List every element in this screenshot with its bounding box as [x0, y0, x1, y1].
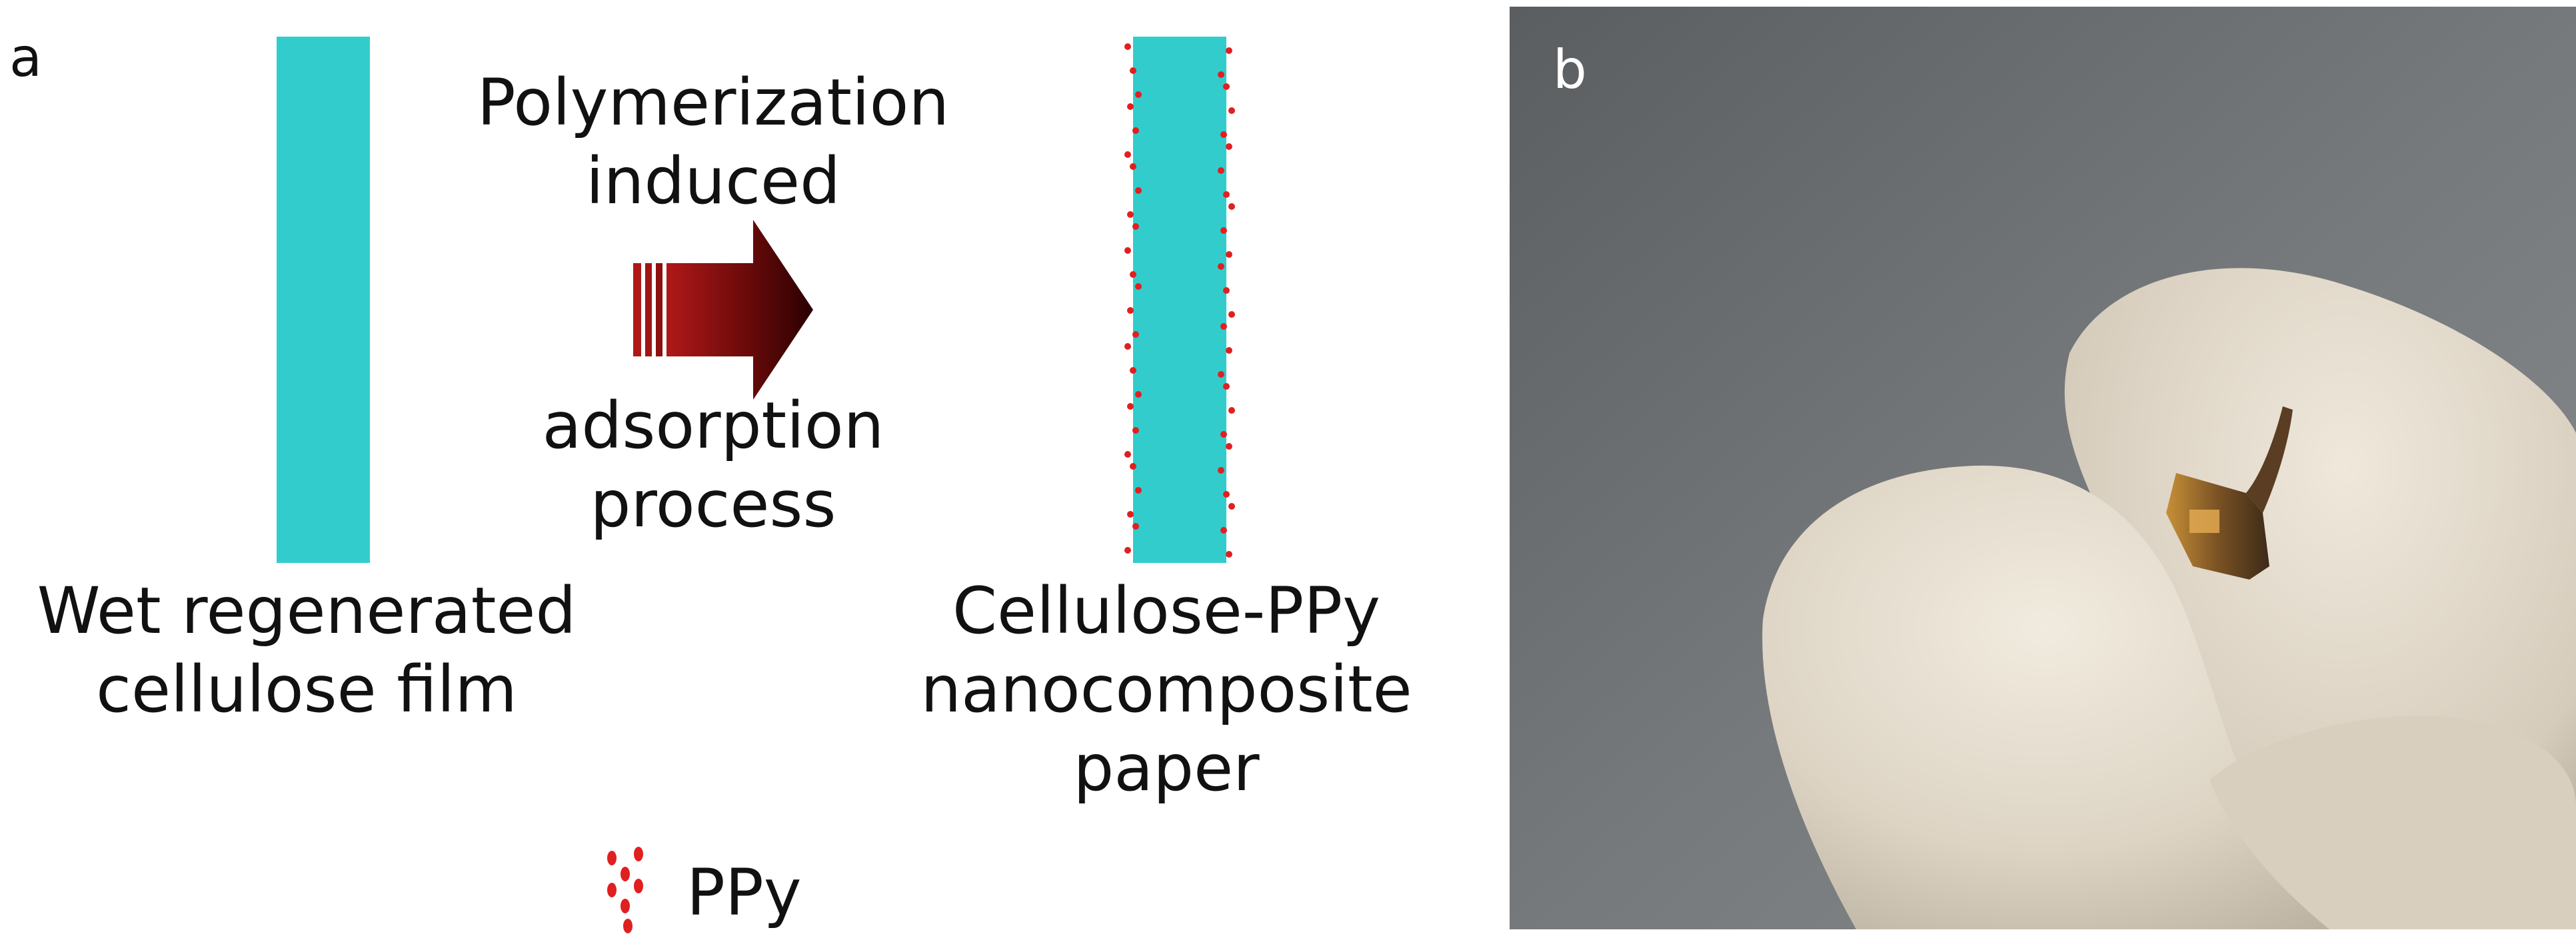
arrow-label-bottom-line1: adsorption: [542, 388, 884, 463]
ppy-dot: [1127, 511, 1134, 518]
ppy-dot: [1130, 271, 1136, 278]
ppy-dot: [1135, 391, 1142, 398]
arrow-label-top-line1: Polymerization: [477, 65, 950, 140]
ppy-dot: [1130, 367, 1136, 374]
ppy-dot: [1228, 503, 1235, 510]
ppy-dot: [1218, 467, 1224, 474]
left-caption-line2: cellulose film: [96, 652, 517, 727]
ppy-legend-dot: [634, 847, 643, 861]
photo-illustration: [1510, 7, 2576, 929]
ppy-dot: [1226, 347, 1232, 354]
cellulose-ppy-film: [1133, 37, 1226, 563]
ppy-dot: [1124, 151, 1131, 158]
arrow-label-bottom-line2: process: [590, 467, 836, 542]
ppy-legend-dot: [607, 883, 617, 897]
right-caption-line1: Cellulose-PPy: [952, 574, 1380, 648]
lower-finger: [2209, 715, 2576, 929]
ppy-legend-label: PPy: [686, 855, 802, 930]
ppy-dot: [1132, 223, 1139, 230]
ppy-dot: [1132, 427, 1139, 434]
paper-curl: [2246, 406, 2293, 513]
ppy-dot: [1124, 43, 1131, 50]
ppy-dot: [1124, 547, 1131, 554]
ppy-dot: [1228, 407, 1235, 414]
ppy-particles: [1124, 43, 1235, 558]
ppy-dot: [1127, 103, 1134, 110]
wet-cellulose-film: [277, 37, 370, 563]
ppy-dot: [1223, 383, 1230, 390]
ppy-dot: [1226, 251, 1232, 258]
ppy-legend-icon: [607, 847, 643, 933]
arrow-label-top: Polymerization induced: [460, 63, 966, 221]
ppy-legend-dot: [621, 899, 630, 913]
ppy-legend-dot: [634, 879, 643, 893]
ppy-dot: [1132, 523, 1139, 530]
ppy-dot: [1228, 203, 1235, 210]
left-film-caption: Wet regenerated cellulose film: [13, 572, 600, 729]
ppy-dot: [1223, 83, 1230, 90]
panel-b-letter: b: [1553, 39, 1587, 101]
ppy-dot: [1226, 47, 1232, 54]
ppy-dot: [1226, 551, 1232, 558]
ppy-dot: [1218, 167, 1224, 174]
ppy-dot: [1132, 331, 1139, 338]
right-film-caption: Cellulose-PPy nanocomposite paper: [833, 572, 1500, 807]
ppy-dot: [1223, 191, 1230, 198]
ppy-legend-dot: [623, 919, 633, 933]
ppy-dot: [1228, 107, 1235, 114]
ppy-dot: [1135, 187, 1142, 194]
ppy-dot: [1218, 263, 1224, 270]
ppy-dot: [1220, 131, 1227, 138]
ppy-dot: [1226, 143, 1232, 150]
ppy-dot: [1135, 91, 1142, 98]
ppy-dot: [1130, 163, 1136, 170]
ppy-dot: [1130, 67, 1136, 74]
ppy-dot: [1127, 403, 1134, 410]
right-caption-line2: nanocomposite paper: [920, 652, 1412, 805]
ppy-dot: [1220, 323, 1227, 330]
ppy-dot: [1218, 371, 1224, 378]
ppy-dot: [1220, 527, 1227, 534]
ppy-dot: [1223, 491, 1230, 498]
ppy-dot: [1218, 71, 1224, 78]
ppy-dot: [1132, 127, 1139, 134]
ppy-dot: [1124, 451, 1131, 458]
arrow-label-top-line2: induced: [585, 144, 841, 219]
panel-b-photo: [1510, 7, 2576, 929]
ppy-dot: [1226, 443, 1232, 450]
left-caption-line1: Wet regenerated: [37, 574, 577, 648]
ppy-dot: [1127, 307, 1134, 314]
ppy-dot: [1135, 487, 1142, 494]
ppy-dot: [1124, 247, 1131, 254]
arrow-label-bottom: adsorption process: [460, 386, 966, 544]
ppy-dot: [1223, 287, 1230, 294]
ppy-dot: [1124, 343, 1131, 350]
ppy-dot: [1127, 211, 1134, 218]
ppy-dot: [1135, 283, 1142, 290]
ppy-legend-dot: [607, 851, 617, 865]
ppy-dot: [1220, 431, 1227, 438]
ppy-dot: [1228, 311, 1235, 318]
ppy-dot: [1220, 227, 1227, 234]
process-arrow: [633, 220, 813, 400]
ppy-dot: [1130, 463, 1136, 470]
ppy-legend-dot: [621, 867, 630, 881]
panel-a-letter: a: [9, 27, 43, 89]
panel-a-diagram: [277, 37, 1235, 933]
